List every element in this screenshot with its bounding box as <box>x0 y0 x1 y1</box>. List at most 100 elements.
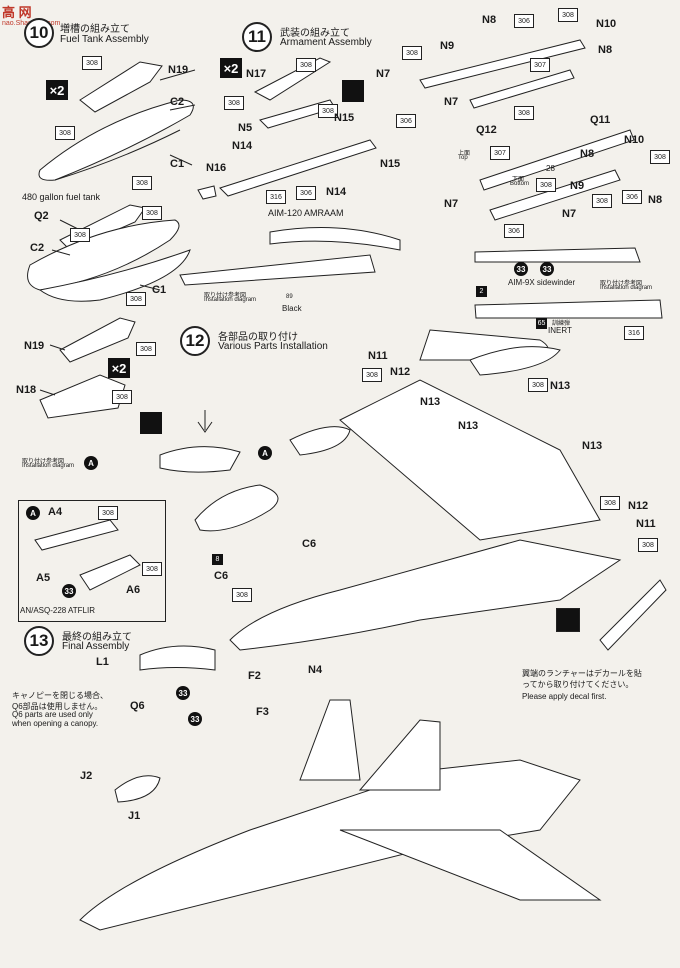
part-label: N11 <box>636 518 656 530</box>
step-10-title-jp: 増槽の組み立て <box>60 24 130 35</box>
paint-code: 308 <box>98 506 118 520</box>
part-label: N5 <box>238 122 253 134</box>
top-jp: 上面 <box>458 151 471 157</box>
paint-65: 65 <box>536 318 547 329</box>
part-label: C1 <box>170 158 185 170</box>
step-13-title-jp: 最終の組み立て <box>62 632 132 643</box>
paint-code: 306 <box>504 224 524 238</box>
part-label: J1 <box>128 810 141 822</box>
paint-code: 308 <box>402 46 422 60</box>
paint-code: 308 <box>126 292 146 306</box>
part-label: C1 <box>152 284 167 296</box>
atflir-caption: AN/ASQ-228 ATFLIR <box>20 606 95 615</box>
multiplier-badge: ×2 <box>220 58 242 78</box>
step-13-number: 13 <box>24 626 54 656</box>
inert-en: INERT <box>548 326 572 335</box>
part-label: A6 <box>126 584 141 596</box>
watermark: 高 网 <box>2 5 32 20</box>
paint-33: 33 <box>62 584 76 598</box>
part-label: C2 <box>30 242 45 254</box>
step-10-number: 10 <box>24 18 54 48</box>
part-label: C6 <box>302 538 317 550</box>
paint-code: 306 <box>622 190 642 204</box>
part-label: N16 <box>206 162 227 174</box>
inert-jp: 訓練弾 <box>552 321 571 327</box>
paint-code: 306 <box>396 114 416 128</box>
part-label: N19 <box>24 340 45 352</box>
bottom-en: Bottom <box>510 181 530 187</box>
part-label: N14 <box>232 140 253 152</box>
step-12-title-en: Various Parts Installation <box>218 341 328 352</box>
paint-code: 308 <box>136 342 156 356</box>
canopy-note-jp: キャノピーを閉じる場合、 Q6部品は使用しません。 <box>12 691 108 711</box>
paint-code: 308 <box>296 58 316 72</box>
paint-code: 308 <box>132 176 152 190</box>
part-label: N13 <box>582 440 603 452</box>
paint-code: 307 <box>530 58 550 72</box>
callout-a: A <box>258 446 272 460</box>
paint-code: 308 <box>600 496 620 510</box>
sidewinder-caption: AIM-9X sidewinder <box>508 278 576 287</box>
paint-code: 308 <box>318 104 338 118</box>
paint-code: 308 <box>558 8 578 22</box>
part-label: F2 <box>248 670 261 682</box>
star-decal-icon <box>556 608 580 632</box>
step-11-title-jp: 武装の組み立て <box>280 28 350 39</box>
part-label: A4 <box>48 506 63 518</box>
part-label: N8 <box>648 194 663 206</box>
decal-note-jp: 翼端のランチャーはデカールを貼 ってから取り付けてください。 <box>522 669 642 689</box>
paint-code: 308 <box>112 390 132 404</box>
part-label: N15 <box>334 112 355 124</box>
num-89: 89 <box>286 294 293 300</box>
part-label: N13 <box>458 420 479 432</box>
part-label: Q2 <box>34 210 49 222</box>
part-label: N13 <box>420 396 441 408</box>
part-label: N18 <box>16 384 37 396</box>
part-label: N12 <box>628 500 649 512</box>
paint-code: 308 <box>592 194 612 208</box>
part-label: N9 <box>440 40 455 52</box>
paint-code: 308 <box>232 588 252 602</box>
part-label: C2 <box>170 96 185 108</box>
decal-note-en: Please apply decal first. <box>522 692 607 701</box>
canopy-note-en: Q6 parts are used only when opening a ca… <box>12 710 99 728</box>
paint-28: 28 <box>546 164 555 173</box>
paint-8: 8 <box>212 554 223 565</box>
amraam-caption: AIM-120 AMRAAM <box>268 208 344 218</box>
part-label: N8 <box>482 14 497 26</box>
paint-code: 316 <box>266 190 286 204</box>
install-jp: 取り付け参考図 <box>22 459 65 465</box>
install-en: Installation diagram <box>600 285 653 291</box>
part-label: N7 <box>444 96 459 108</box>
part-label: N14 <box>326 186 347 198</box>
paint-33: 33 <box>176 686 190 700</box>
stamp-icon <box>140 412 162 434</box>
paint-2: 2 <box>476 286 487 297</box>
part-label: N12 <box>390 366 411 378</box>
paint-code: 308 <box>70 228 90 242</box>
part-label: N8 <box>580 148 595 160</box>
part-label: N19 <box>168 64 189 76</box>
part-label: N10 <box>624 134 645 146</box>
install-jp: 取り付け参考図 <box>600 281 643 287</box>
part-label: N7 <box>562 208 577 220</box>
paint-code: 308 <box>514 106 534 120</box>
part-label: J2 <box>80 770 93 782</box>
paint-code: 306 <box>296 186 316 200</box>
part-label: Q12 <box>476 124 497 136</box>
multiplier-badge: ×2 <box>46 80 68 100</box>
part-label: N15 <box>380 158 401 170</box>
part-label: N11 <box>368 350 388 362</box>
bottom-jp: 下面 <box>512 177 525 183</box>
paint-code: 308 <box>638 538 658 552</box>
paint-code: 307 <box>490 146 510 160</box>
part-label: N8 <box>598 44 613 56</box>
paint-code: 308 <box>142 206 162 220</box>
part-label: C6 <box>214 570 229 582</box>
part-label: N10 <box>596 18 617 30</box>
step-10-title-en: Fuel Tank Assembly <box>60 34 149 45</box>
paint-code: 308 <box>55 126 75 140</box>
black-label: Black <box>282 304 302 313</box>
part-label: F3 <box>256 706 269 718</box>
